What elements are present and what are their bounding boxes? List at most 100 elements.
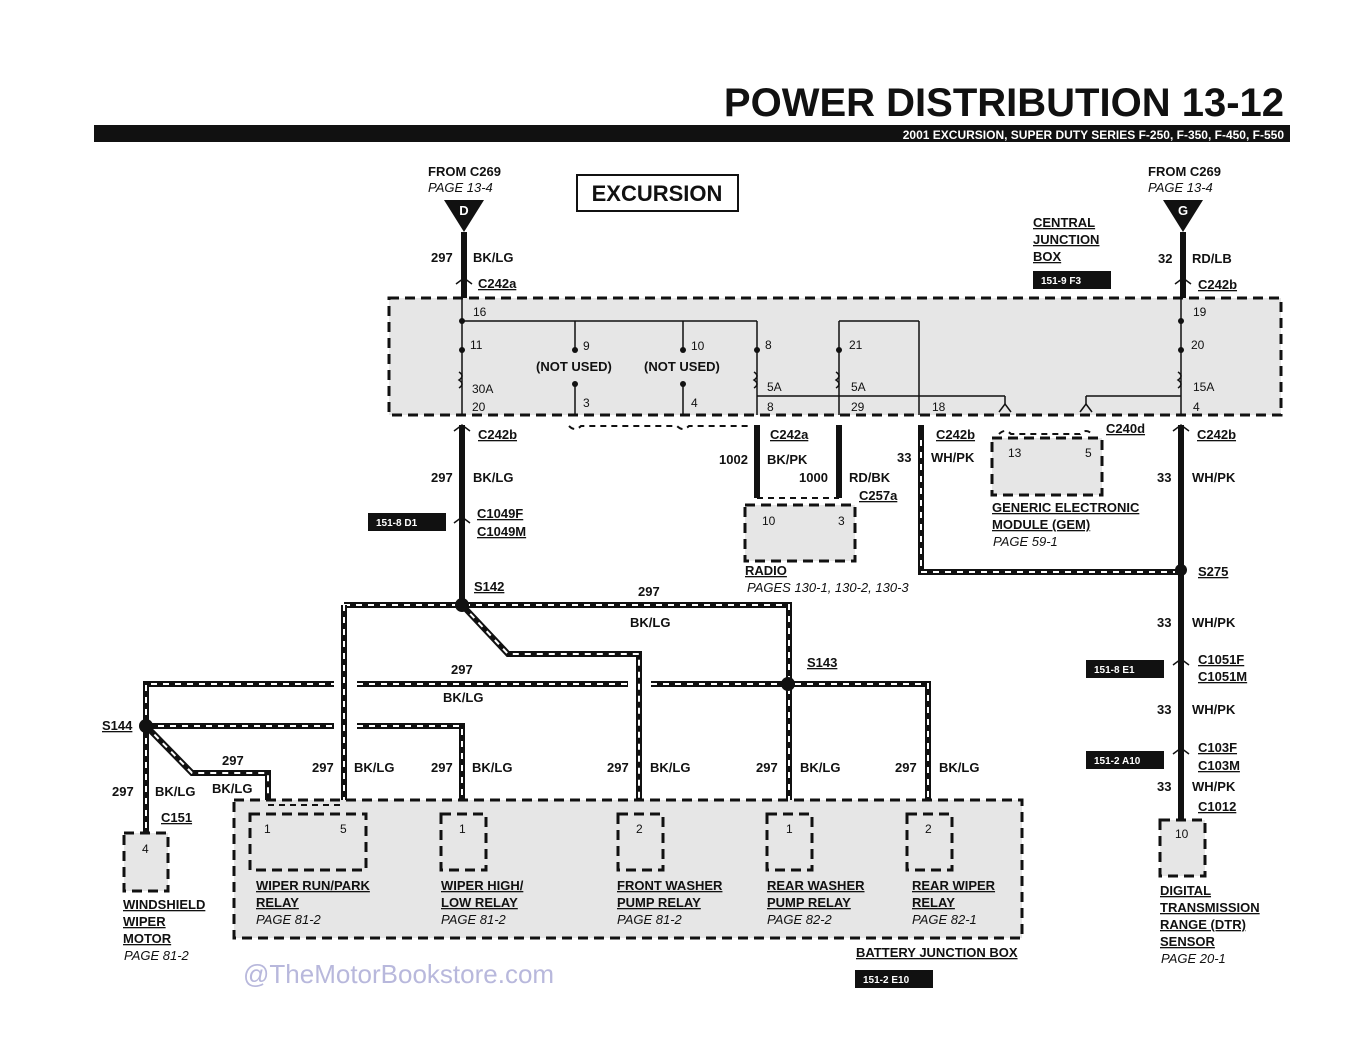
- ref-tag-3: [1086, 751, 1164, 769]
- header-bar: [94, 125, 1290, 142]
- rwr-pin-2: 2: [925, 822, 932, 836]
- gem-connector-link: [998, 430, 1093, 435]
- rwr-page: PAGE 82-1: [912, 912, 977, 927]
- splice-s143: S143: [807, 655, 837, 670]
- dtr-label-3: RANGE (DTR): [1160, 917, 1246, 932]
- fwp-label-1: FRONT WASHER: [617, 878, 723, 893]
- pin-5a-2: 5A: [851, 380, 866, 394]
- ref-1: 151-8 D1: [376, 518, 418, 529]
- central-junction-box: [387, 296, 1283, 417]
- circuit-297-wrp: 297: [312, 760, 334, 775]
- color-bklg-wrp-left: BK/LG: [212, 781, 252, 796]
- pin-9: 9: [583, 339, 590, 353]
- wrp-pin-1: 1: [264, 822, 271, 836]
- circuit-33-r2: 33: [1157, 615, 1171, 630]
- color-bklg-top: BK/LG: [473, 250, 513, 265]
- rwr-label-2: RELAY: [912, 895, 955, 910]
- cjb-internal-wiring: [457, 298, 1184, 415]
- color-bklg-mid: BK/LG: [443, 690, 483, 705]
- pin-16: 16: [473, 305, 487, 319]
- connector-c1051-icon: [1172, 658, 1190, 666]
- pin-19: 19: [1193, 305, 1207, 319]
- ref-4: 151-2 E10: [863, 975, 910, 986]
- color-rdlb: RD/LB: [1192, 251, 1232, 266]
- color-whpk-r3: WH/PK: [1192, 702, 1236, 717]
- connector-c242b-left: C242b: [478, 427, 517, 442]
- gem-pin-13: 13: [1008, 446, 1022, 460]
- circuit-33-mid: 33: [897, 450, 911, 465]
- source-right-from: FROM C269: [1148, 164, 1221, 179]
- splice-s142: S142: [474, 579, 504, 594]
- ref-tag-4: [855, 970, 933, 988]
- cjb-not-used-a: (NOT USED): [536, 359, 612, 374]
- connector-c242b-right-icon: [1172, 424, 1190, 432]
- rwr-label-1: REAR WIPER: [912, 878, 996, 893]
- pin-30a: 30A: [472, 382, 493, 396]
- circuit-297-s144: 297: [222, 753, 244, 768]
- color-bklg-wrp: BK/LG: [354, 760, 394, 775]
- dtr-box: [1158, 818, 1207, 878]
- circuit-1000: 1000: [799, 470, 828, 485]
- source-left-triangle-icon: [444, 200, 484, 232]
- pin-5a-1: 5A: [767, 380, 782, 394]
- cjb-not-used-b: (NOT USED): [644, 359, 720, 374]
- splice-s275-dot: [1175, 564, 1187, 576]
- watermark: @TheMotorBookstore.com: [243, 959, 554, 989]
- color-bklg-whl: BK/LG: [472, 760, 512, 775]
- pin-11: 11: [470, 338, 483, 352]
- not-used-link: [568, 425, 750, 430]
- splice-s142-dot: [455, 598, 469, 612]
- circuit-32: 32: [1158, 251, 1172, 266]
- lower-harness: [143, 602, 931, 832]
- whl-label-1: WIPER HIGH/: [441, 878, 524, 893]
- pin-10: 10: [691, 339, 705, 353]
- fwp-label-2: PUMP RELAY: [617, 895, 701, 910]
- circuit-33-r1: 33: [1157, 470, 1171, 485]
- color-rdbk: RD/BK: [849, 470, 891, 485]
- pin-15a: 15A: [1193, 380, 1214, 394]
- gem-page: PAGE 59-1: [993, 534, 1058, 549]
- rwp-page: PAGE 82-2: [767, 912, 833, 927]
- ref-tag-2: [1086, 660, 1164, 678]
- source-left-page: PAGE 13-4: [428, 180, 493, 195]
- ref-2: 151-8 E1: [1094, 665, 1135, 676]
- connector-c1049m: C1049M: [477, 524, 526, 539]
- cjb-ref: 151-9 F3: [1041, 276, 1081, 287]
- color-whpk-r4: WH/PK: [1192, 779, 1236, 794]
- connector-c242b-top: C242b: [1198, 277, 1237, 292]
- connector-c257a: C257a: [859, 488, 898, 503]
- gem-box: [990, 436, 1104, 497]
- dtr-label-1: DIGITAL: [1160, 883, 1211, 898]
- dtr-page: PAGE 20-1: [1161, 951, 1226, 966]
- connector-c103f: C103F: [1198, 740, 1237, 755]
- dtr-label-4: SENSOR: [1160, 934, 1216, 949]
- connector-c103-icon: [1172, 747, 1190, 755]
- fwp-pin-2: 2: [636, 822, 643, 836]
- rwp-label-2: PUMP RELAY: [767, 895, 851, 910]
- circuit-33-r4: 33: [1157, 779, 1171, 794]
- wrp-page: PAGE 81-2: [256, 912, 322, 927]
- circuit-297-mid: 297: [451, 662, 473, 677]
- color-bklg-left: BK/LG: [473, 470, 513, 485]
- connector-c1012: C1012: [1198, 799, 1236, 814]
- motor-label-2: WIPER: [123, 914, 166, 929]
- motor-page: PAGE 81-2: [124, 948, 190, 963]
- cjb-ref-tag: [1033, 271, 1111, 289]
- circuit-297-top: 297: [431, 250, 453, 265]
- circuit-297-left: 297: [431, 470, 453, 485]
- circuit-297-rwp: 297: [756, 760, 778, 775]
- pin-21: 21: [849, 338, 863, 352]
- pin-8-b: 8: [767, 400, 774, 414]
- pin-29: 29: [851, 400, 865, 414]
- dtr-pin-10: 10: [1175, 827, 1189, 841]
- connector-c242b-left-icon: [453, 424, 471, 432]
- splice-s144-dot: [139, 719, 153, 733]
- circuit-297-fwp: 297: [607, 760, 629, 775]
- circuit-297-s142: 297: [638, 584, 660, 599]
- cjb-label-2: JUNCTION: [1033, 232, 1099, 247]
- radio-name: RADIO: [745, 563, 787, 578]
- connector-c242b-right: C242b: [1197, 427, 1236, 442]
- bjb-label: BATTERY JUNCTION BOX: [856, 945, 1018, 960]
- fwp-page: PAGE 81-2: [617, 912, 683, 927]
- cjb-label-3: BOX: [1033, 249, 1062, 264]
